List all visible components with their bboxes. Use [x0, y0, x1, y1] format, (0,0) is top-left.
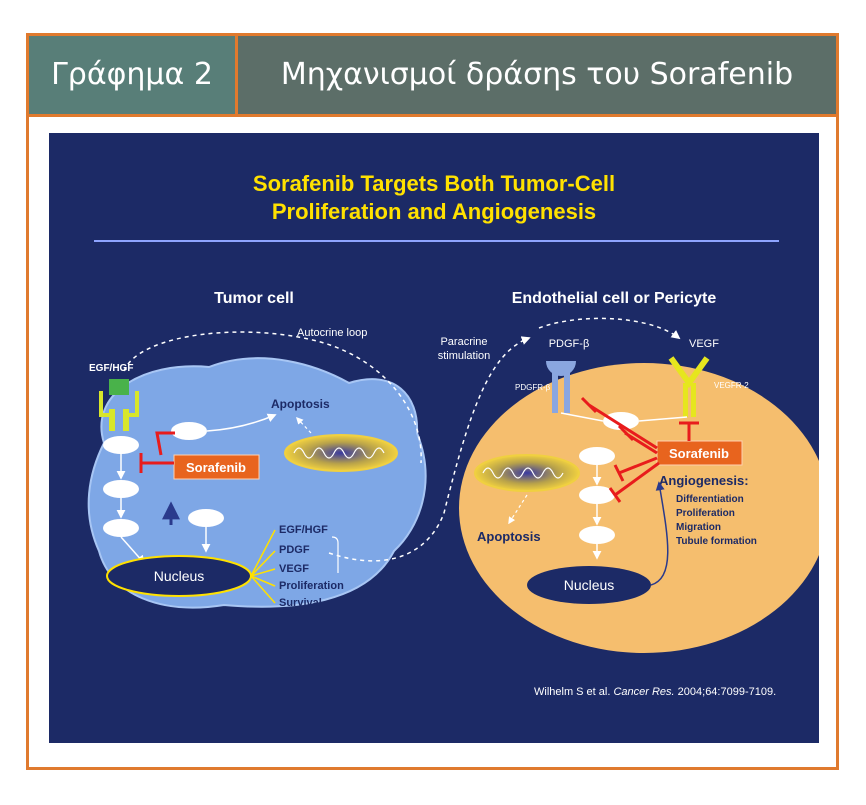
paracrine-label-2: stimulation: [438, 350, 491, 362]
apoptosis-label-right: Apoptosis: [477, 529, 541, 544]
raf-node-right: [579, 447, 615, 465]
vegf-receptor: [668, 356, 710, 389]
angiogenesis-title: Angiogenesis:: [659, 473, 749, 488]
mek-node-right: [579, 486, 615, 504]
endothelial-heading: Endothelial cell or Pericyte: [512, 290, 717, 307]
sorafenib-box-right: [656, 440, 743, 466]
figure-label: Γράφημα 2: [29, 36, 238, 114]
angiogenesis-item: Tubule formation: [676, 536, 757, 547]
mitochondrion-right: [474, 454, 580, 492]
output-item: EGF/HGF: [279, 524, 328, 536]
mitochondrion-left: [284, 434, 398, 472]
output-item: Survival: [279, 597, 322, 609]
diagram-slide: Sorafenib Targets Both Tumor-Cell Prolif…: [49, 133, 819, 743]
sorafenib-label-left: Sorafenib: [186, 460, 246, 475]
autocrine-loop-arrow: [123, 331, 422, 464]
eif4e-node-left: [188, 509, 224, 527]
tumor-cell-heading: Tumor cell: [214, 290, 294, 307]
pdgfr-receptor: [552, 373, 558, 413]
nucleus-label-right: Nucleus: [564, 577, 615, 593]
slide-title-line1: Sorafenib Targets Both Tumor-Cell: [253, 171, 615, 196]
erk-node-left: [103, 519, 139, 537]
nucleus-angiogenesis-arrow: [650, 481, 669, 586]
vegfr2-label: VEGFR-2: [714, 381, 749, 390]
vegf-arrow: [538, 317, 681, 340]
angiogenesis-list: Differentiation Proliferation Migration …: [676, 494, 757, 547]
paracrine-label-1: Paracrine: [440, 336, 487, 348]
pdgf-ligand: [546, 360, 576, 376]
output-fan-lines: [250, 529, 276, 604]
paracrine-arrow: [328, 336, 531, 562]
pdgf-b-label: PDGF-β: [549, 338, 590, 350]
egf-hgf-ligand: [109, 379, 129, 395]
ras-node-left: [171, 422, 207, 440]
nucleus-label-left: Nucleus: [154, 568, 205, 584]
pdgfr-b-label: PDGFR-β: [515, 383, 551, 392]
raf-node-left: [103, 436, 139, 454]
figure-header: Γράφημα 2 Μηχανισμοί δράσηs του Sorafeni…: [29, 36, 836, 117]
angiogenesis-item: Proliferation: [676, 508, 735, 519]
erk-node-right: [579, 526, 615, 544]
figure-title: Μηχανισμοί δράσηs του Sorafenib: [280, 57, 794, 92]
slide-title-line2: Proliferation and Angiogenesis: [272, 199, 596, 224]
angiogenesis-item: Differentiation: [676, 494, 744, 505]
nucleus-right: [527, 566, 651, 604]
mek-node-left: [103, 480, 139, 498]
vegf-label: VEGF: [689, 338, 719, 350]
output-list: EGF/HGF PDGF VEGF Proliferation Survival: [279, 524, 344, 609]
angiogenesis-item: Migration: [676, 522, 721, 533]
egf-hgf-label: EGF/HGF: [89, 363, 133, 374]
inhibition-lines-right: [580, 396, 699, 503]
sorafenib-box-left: [173, 454, 260, 480]
sorafenib-label-right: Sorafenib: [669, 446, 729, 461]
output-item: Proliferation: [279, 580, 344, 592]
output-item: VEGF: [279, 563, 309, 575]
apoptosis-label-left: Apoptosis: [271, 397, 330, 411]
egf-receptor: [99, 391, 139, 417]
output-item: PDGF: [279, 544, 310, 556]
ras-node-right: [603, 412, 639, 430]
autocrine-label: Autocrine loop: [297, 327, 367, 339]
citation: Wilhelm S et al. Cancer Res. 2004;64:709…: [534, 686, 776, 698]
endothelial-cell: [459, 363, 819, 653]
mechanism-diagram: Sorafenib Targets Both Tumor-Cell Prolif…: [87, 171, 819, 698]
